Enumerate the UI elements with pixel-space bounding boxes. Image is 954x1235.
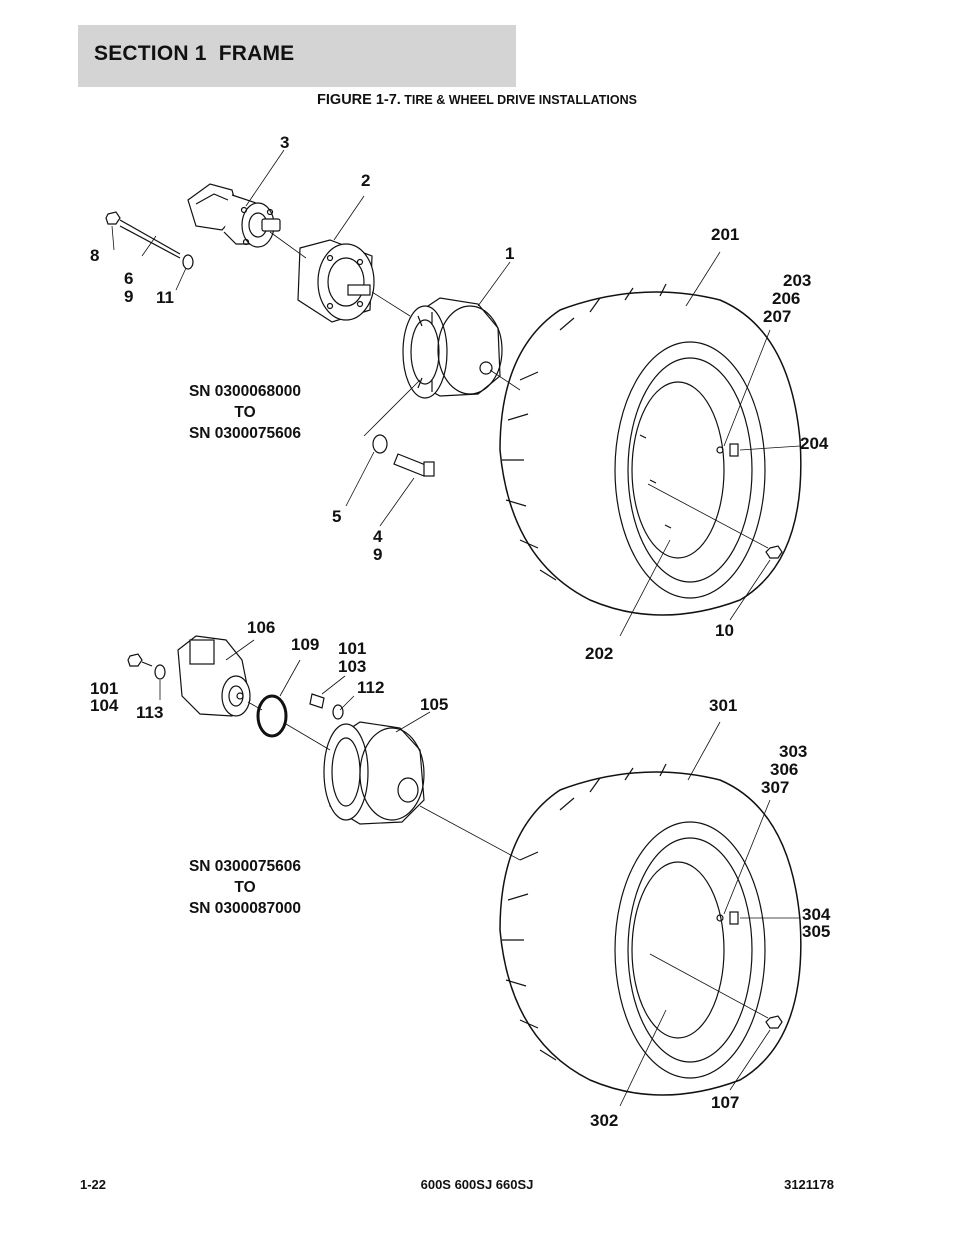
callout-105: 105: [420, 695, 449, 714]
callout-303: 303: [779, 742, 808, 761]
callout-104: 104: [90, 696, 119, 715]
callout-106: 106: [247, 618, 276, 637]
document-number: 3121178: [784, 1177, 834, 1192]
callout-306: 306: [770, 760, 799, 779]
callout-203: 203: [783, 271, 812, 290]
leader-lines: [111, 149, 801, 1107]
callout-9-upper: 9: [124, 287, 134, 306]
callout-101-upper: 101: [338, 639, 367, 658]
callout-307: 307: [761, 778, 790, 797]
callout-109: 109: [291, 635, 320, 654]
callout-207: 207: [763, 307, 792, 326]
figure-caption-text: TIRE & WHEEL DRIVE INSTALLATIONS: [400, 93, 637, 107]
figure-caption-lead: FIGURE 1-7.: [317, 92, 401, 108]
callout-304: 304: [802, 905, 831, 924]
o-ring: [256, 694, 288, 738]
drive-motor-upper: [187, 183, 281, 248]
serial-note-line: SN 0300075606: [188, 858, 302, 875]
tire-wheel-lower: [499, 763, 802, 1096]
assembly-lines: [247, 231, 769, 1019]
callout-8: 8: [90, 246, 100, 265]
bolts-washers-lower: [127, 653, 344, 720]
serial-note-line: SN 0300087000: [188, 900, 302, 917]
callout-10: 10: [715, 621, 734, 640]
torque-hub-lower: [323, 721, 425, 825]
callout-11: 11: [156, 288, 174, 307]
callout-5: 5: [332, 507, 342, 526]
motor-spacer: [297, 239, 375, 323]
callout-112: 112: [357, 678, 385, 697]
serial-note-line: SN 0300068000: [188, 383, 302, 400]
model-numbers: 600S 600SJ 660SJ: [420, 1177, 534, 1192]
callout-6: 6: [124, 269, 134, 288]
callout-1: 1: [505, 244, 515, 263]
serial-note-line: TO: [234, 404, 256, 421]
callout-301: 301: [709, 696, 738, 715]
callout-107: 107: [711, 1093, 740, 1112]
page-number: 1-22: [80, 1177, 107, 1192]
callout-206: 206: [772, 289, 801, 308]
section-header: SECTION 1 FRAME: [78, 25, 516, 87]
serial-note-upper: SN 0300068000 TO SN 0300075606: [170, 381, 320, 444]
serial-note-lower: SN 0300075606 TO SN 0300087000: [170, 856, 320, 919]
callout-4: 4: [373, 527, 383, 546]
callout-2: 2: [361, 171, 371, 190]
section-title: SECTION 1 FRAME: [94, 42, 295, 65]
serial-note-line: SN 0300075606: [188, 425, 302, 442]
bolts-washers-upper: [105, 211, 435, 477]
drive-motor-lower: [177, 635, 251, 717]
tire-wheel-upper: [499, 283, 802, 616]
callout-201: 201: [711, 225, 740, 244]
serial-note-line: TO: [234, 879, 256, 896]
callout-302: 302: [590, 1111, 619, 1130]
callout-9-lower: 9: [373, 545, 383, 564]
torque-hub-upper: [402, 297, 503, 399]
callout-101-lower: 101: [90, 679, 119, 698]
callout-103: 103: [338, 657, 367, 676]
callout-3: 3: [280, 133, 290, 152]
callout-204: 204: [800, 434, 829, 453]
callout-202: 202: [585, 644, 614, 663]
callout-305: 305: [802, 922, 831, 941]
figure-caption: FIGURE 1-7. TIRE & WHEEL DRIVE INSTALLAT…: [0, 92, 954, 108]
callout-113: 113: [136, 703, 164, 722]
